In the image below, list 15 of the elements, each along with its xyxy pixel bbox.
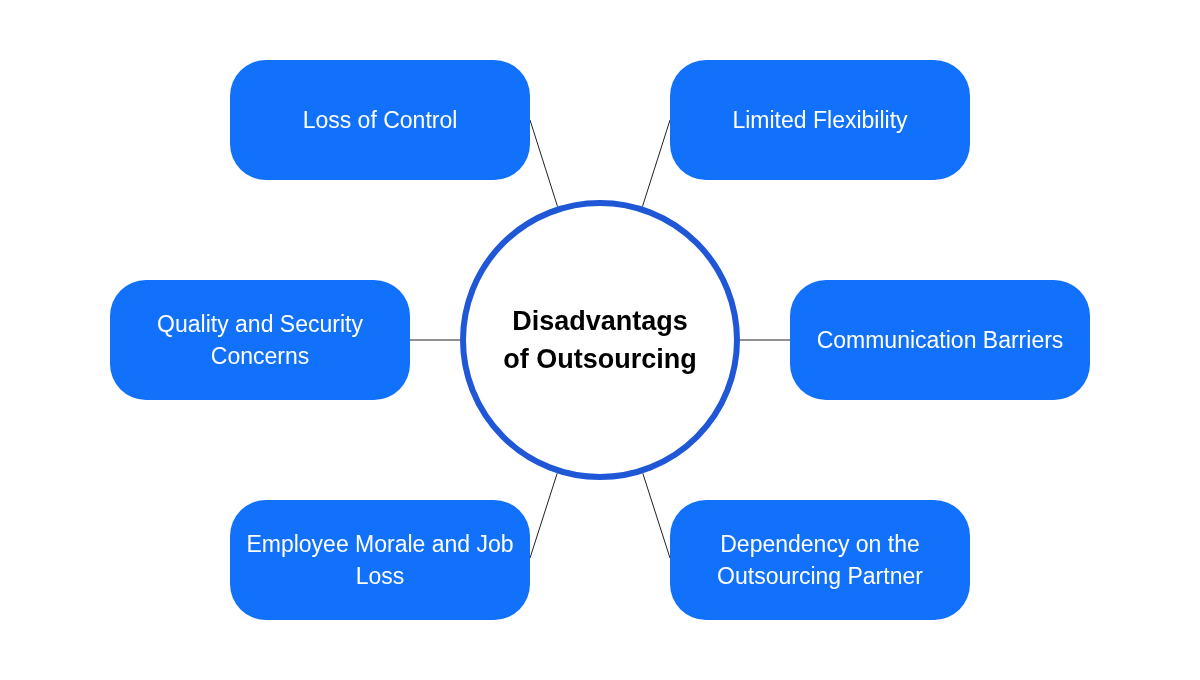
topic-label: Communication Barriers (816, 326, 1064, 355)
topic-label: Dependency on the Outsourcing Partner (716, 530, 924, 591)
topic-label: Employee Morale and Job Loss (246, 530, 514, 591)
topic-box (230, 60, 530, 180)
connector-line (409, 339, 461, 341)
center-title: Disadvantags of Outsourcing (502, 305, 698, 376)
topic-label: Quality and Security Concerns (156, 310, 364, 371)
topic-box (110, 280, 410, 400)
topic-box (230, 500, 530, 620)
topic-box (670, 500, 970, 620)
topic-label: Limited Flexibility (732, 106, 908, 135)
topic-box (790, 280, 1090, 400)
connector-line (739, 339, 791, 341)
topic-box (670, 60, 970, 180)
topic-label: Loss of Control (302, 106, 458, 135)
